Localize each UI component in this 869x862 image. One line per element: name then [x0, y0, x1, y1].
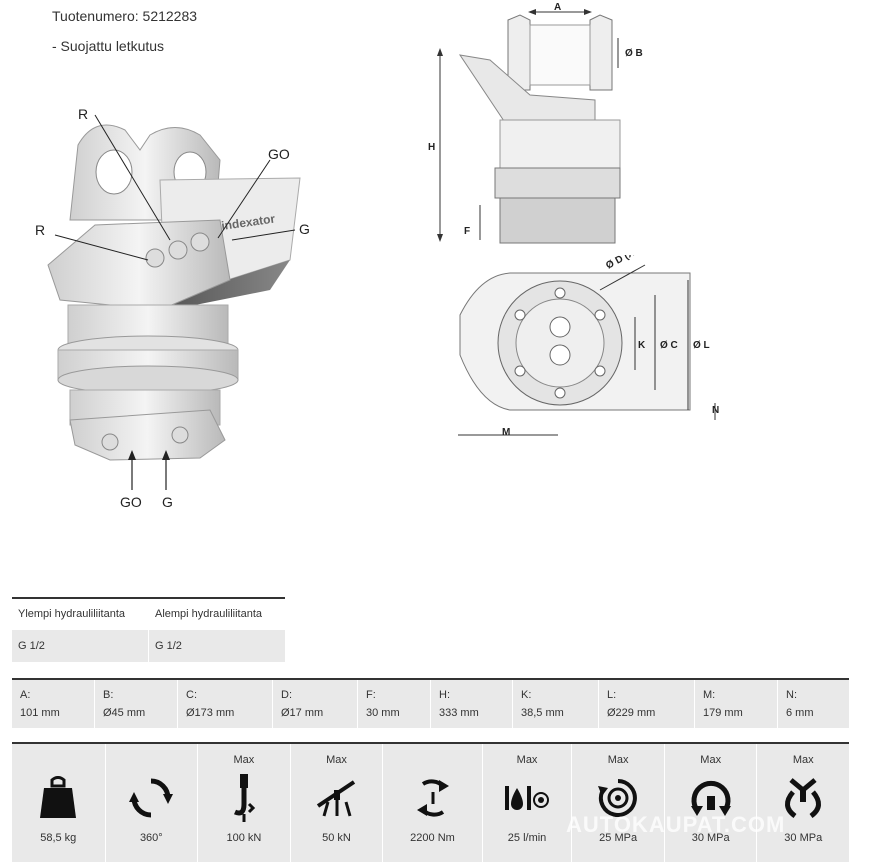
dim-label-a: A	[554, 2, 561, 13]
dimension-cell: K:38,5 mm	[513, 680, 599, 728]
callout-go-top: GO	[268, 146, 290, 162]
callout-r-left: R	[35, 222, 46, 238]
dimension-cell: L:Ø229 mm	[599, 680, 695, 728]
dim-label-l: Ø L	[693, 340, 710, 351]
spec-cell-static-load: Max 100 kN	[198, 744, 291, 862]
hydraulic-value-upper: G 1/2	[12, 629, 149, 662]
dimension-cell: F:30 mm	[358, 680, 431, 728]
callout-g-right: G	[299, 221, 310, 237]
grapple-pressure-icon	[757, 772, 849, 824]
dim-label-f: F	[464, 226, 470, 237]
callout-go-bottom: GO	[120, 494, 142, 510]
hydraulic-connections-table: Ylempi hydrauliliitanta Alempi hydraulil…	[12, 597, 285, 662]
dim-label-m: M	[502, 427, 510, 438]
dim-label-c: Ø C	[660, 340, 678, 351]
dimension-cell: A:101 mm	[12, 680, 95, 728]
rotation-icon	[106, 772, 198, 824]
hydraulic-header-upper: Ylempi hydrauliliitanta	[12, 597, 149, 630]
swivel-pressure-icon	[665, 772, 757, 824]
spec-cell-torque: 2200 Nm	[383, 744, 483, 862]
hydraulic-header-lower: Alempi hydrauliliitanta	[148, 597, 285, 630]
dimension-cell: D:Ø17 mm	[273, 680, 358, 728]
dim-label-d: Ø D (X6)	[604, 255, 644, 272]
static-load-hook-icon	[198, 772, 290, 824]
dim-label-layer-top: Ø D (X6) K Ø C Ø L N M	[502, 255, 719, 438]
spec-cell-dynamic-load: Max 50 kN	[291, 744, 384, 862]
spec-cell-weight: 58,5 kg	[12, 744, 106, 862]
callout-r-top: R	[78, 106, 89, 122]
spec-cell-rotation-pressure: Max 25 MPa	[572, 744, 665, 862]
product-number: Tuotenumero: 5212283	[52, 8, 198, 24]
watermark: AUTOKAUPAT.COM	[566, 812, 786, 837]
dimensions-strip: A:101 mm B:Ø45 mm C:Ø173 mm D:Ø17 mm F:3…	[12, 678, 849, 728]
dim-label-n: N	[712, 405, 719, 416]
dim-label-k: K	[638, 340, 646, 351]
torque-icon	[383, 772, 482, 824]
oil-flow-icon	[483, 772, 572, 824]
spec-cell-grapple-pressure: Max 30 MPa	[757, 744, 849, 862]
callout-g-bottom: G	[162, 494, 173, 510]
spec-cell-rotation: 360°	[106, 744, 199, 862]
dynamic-load-grapple-icon	[291, 772, 383, 824]
hydraulic-value-lower: G 1/2	[148, 629, 285, 662]
technical-top-view	[458, 264, 716, 436]
dim-label-h: H	[428, 142, 435, 153]
specifications-strip: 58,5 kg 360° Max 100 kN Max 50 kN 2200 N…	[12, 742, 849, 862]
dimension-cell: B:Ø45 mm	[95, 680, 178, 728]
spec-cell-swivel-pressure: Max 30 MPa	[665, 744, 758, 862]
dim-label-layer-side: A Ø B H F	[428, 2, 643, 237]
dimension-cell: C:Ø173 mm	[178, 680, 273, 728]
dimension-cell: H:333 mm	[431, 680, 513, 728]
spec-cell-oil-flow: Max 25 l/min	[483, 744, 573, 862]
rotation-pressure-icon	[572, 772, 664, 824]
technical-side-view	[437, 9, 621, 244]
weight-icon	[12, 772, 105, 824]
dimension-cell: N:6 mm	[786, 689, 814, 719]
dim-label-b: Ø B	[625, 48, 643, 59]
rotator-3d-illustration: indexator	[47, 114, 301, 490]
feature-protected-hoses: - Suojattu letkutus	[52, 38, 165, 54]
dimension-cell: M:179 mm	[695, 680, 778, 728]
